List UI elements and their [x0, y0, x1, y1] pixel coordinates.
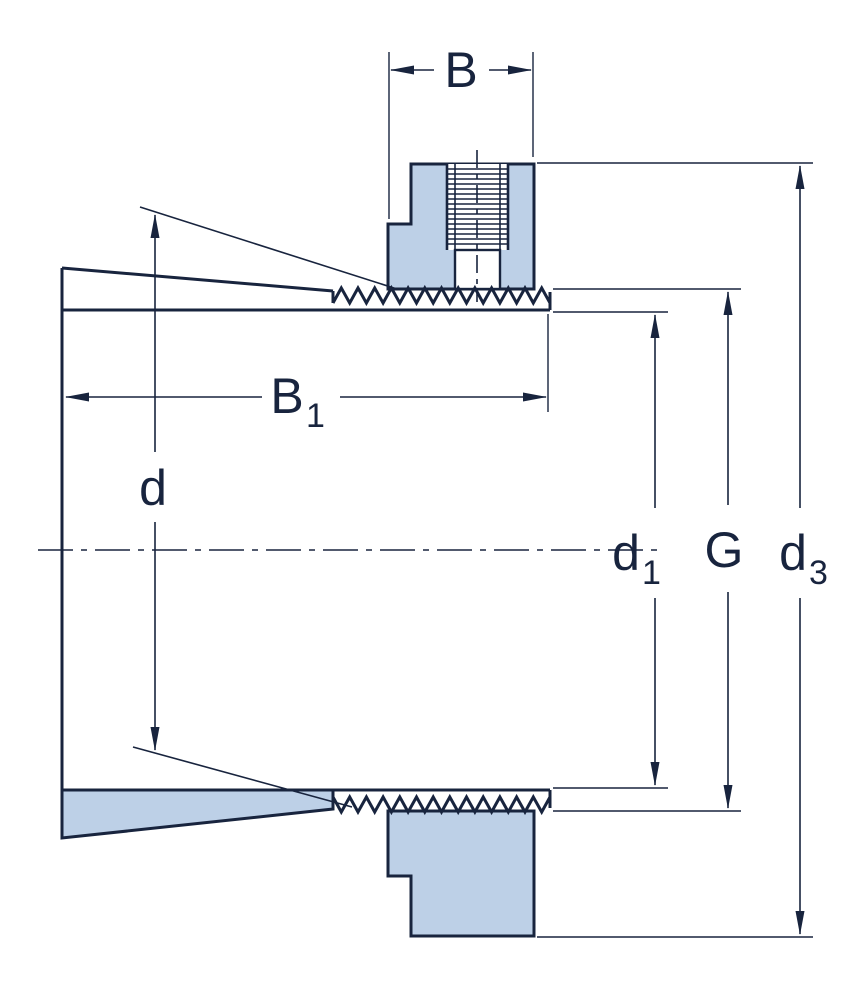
sleeve-bottom-wedge-section [60, 788, 335, 840]
label-d3-main: d [779, 525, 807, 581]
external-thread-top [331, 284, 552, 307]
label-B: B [444, 42, 477, 98]
label-d1-sub: 1 [642, 554, 661, 592]
sleeve-outline [60, 266, 552, 838]
label-d1-main: d [612, 525, 640, 581]
locking-screw-hole [445, 150, 510, 302]
label-B1-sub: 1 [306, 397, 325, 435]
dimension-G [553, 288, 741, 812]
taper-indicator-bottom [132, 746, 353, 808]
dimension-d1 [553, 311, 668, 789]
lock-nut-bottom-section [386, 809, 536, 938]
dimension-B [388, 52, 534, 219]
label-d: d [139, 460, 167, 516]
label-G: G [705, 522, 744, 578]
label-d3-sub: 3 [809, 554, 828, 592]
dimension-B1 [65, 314, 549, 412]
dimension-labels: B B 1 d d 1 G d 3 [139, 42, 828, 592]
taper-indicator-top [139, 206, 398, 290]
external-thread-bottom [331, 793, 552, 816]
dimension-d3 [537, 162, 813, 938]
outer-taper-top [61, 266, 334, 293]
drawing-root: B B 1 d d 1 G d 3 [38, 42, 828, 938]
label-B1-main: B [270, 368, 303, 424]
